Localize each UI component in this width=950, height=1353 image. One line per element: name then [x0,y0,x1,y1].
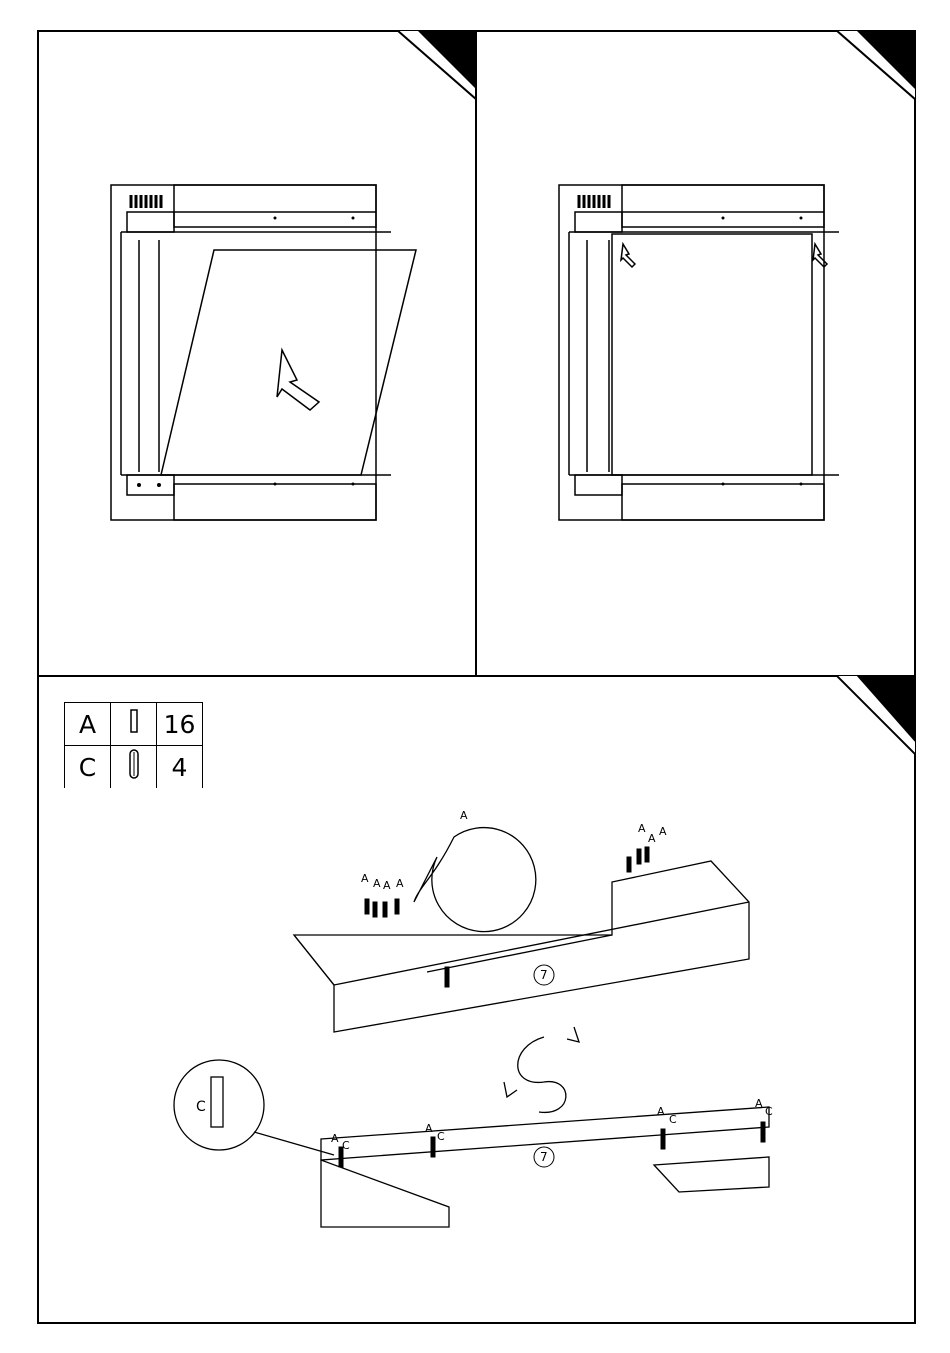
part-label-a: A [648,832,656,845]
part-label-a: A [383,879,391,892]
part-label-a: A [396,877,404,890]
assembly-drawing [39,677,918,1326]
part-label-a: A [638,822,646,835]
part-label-a: A [657,1105,665,1118]
part-label-a: A [755,1097,763,1110]
step-panel-insert-back [37,30,477,677]
part-label-a: A [460,809,468,822]
part-label-a: A [361,872,369,885]
part-label-c: C [342,1139,350,1152]
part-label-c: C [669,1113,677,1126]
part-label-a: A [425,1122,433,1135]
panel-number-label: 7 [540,1150,548,1164]
part-label-a: A [659,825,667,838]
part-label-c: C [765,1105,773,1118]
part-label-c: C [196,1099,206,1115]
part-label-a: A [331,1132,339,1145]
part-label-c: C [437,1130,445,1143]
step-panel-dowels: A 16 C 4 [37,675,916,1324]
cabinet-drawing-insert [39,32,479,679]
part-label-a: A [373,877,381,890]
panel-number-label: 7 [540,968,548,982]
step-panel-back-fitted [475,30,916,677]
cabinet-drawing-fitted [477,32,918,679]
